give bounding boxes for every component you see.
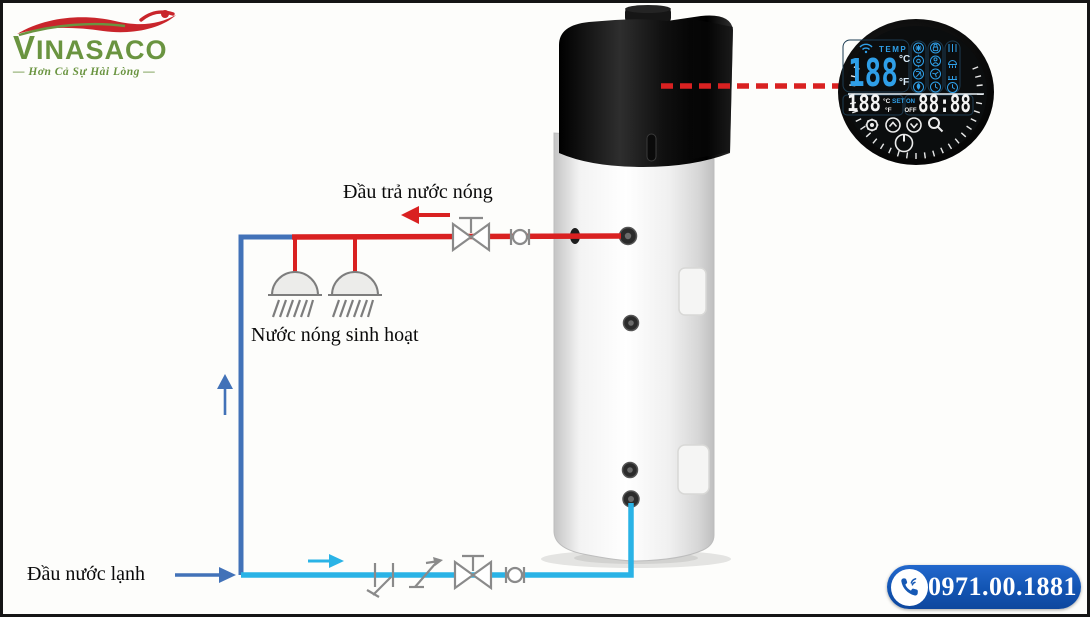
check-valve-icon [409, 557, 443, 589]
timer-on-label: ON [906, 99, 915, 105]
up-arrow-icon [885, 117, 901, 133]
hot-return-label: Đầu trả nước nóng [343, 181, 493, 203]
dial-screen [845, 26, 987, 158]
temp-unit-fahrenheit: °F [899, 77, 909, 88]
mode-icon-grid [913, 42, 958, 93]
gear-icon [865, 118, 879, 132]
temp-label: TEMP [879, 45, 907, 54]
set-label: SET [892, 98, 905, 105]
top-unit-latch [646, 133, 657, 162]
mode-icon [930, 42, 941, 93]
temp-unit-celsius: °C [899, 54, 910, 65]
cold-feed-pipe [241, 503, 634, 578]
tank-port-hot-center [624, 232, 632, 240]
cold-inlet-label: Đầu nước lạnh [27, 563, 146, 585]
shower-heads [268, 271, 382, 318]
tank-access-panel-lower [677, 444, 710, 495]
phone-badge[interactable]: 0971.00.1881 [887, 565, 1081, 609]
heat-pump-top-unit [559, 5, 733, 167]
mode-icon [947, 44, 958, 93]
gate-valve-icon [453, 554, 493, 591]
power-icon [894, 133, 914, 153]
cold-inlet-arrow-icon [175, 567, 236, 583]
drain-valve-icon [366, 563, 395, 598]
swimmer-swoosh-icon [17, 10, 176, 37]
hot-line-fittings [451, 216, 531, 253]
set-unit-celsius: °C [883, 97, 891, 105]
set-temp-value: 188 [847, 92, 881, 117]
set-unit-fahrenheit: °F [885, 106, 892, 114]
down-arrow-icon [906, 117, 922, 133]
hot-return-arrow-icon [401, 206, 450, 224]
vinasaco-logo: VINASACO — Hơn Cả Sự Hài Lòng — [13, 7, 213, 78]
cold-supply-pipe [175, 234, 294, 583]
plumbing-diagram [175, 5, 846, 598]
logo-brand-text: VINASACO [13, 29, 168, 66]
phone-icon [891, 568, 928, 606]
timer-off-label: OFF [905, 108, 917, 114]
flow-right-arrow-icon [308, 554, 344, 568]
logo-tagline: — Hơn Cả Sự Hài Lòng — [13, 66, 156, 78]
timer-value: 88:88 [918, 90, 971, 118]
domestic-hot-water-label: Nước nóng sinh hoạt [251, 324, 419, 346]
union-icon [509, 228, 531, 246]
gate-valve-icon [451, 216, 491, 253]
phone-number: 0971.00.1881 [928, 572, 1077, 601]
union-icon [504, 566, 526, 584]
tank-port-mid-center [628, 320, 634, 326]
dial-buttons [865, 117, 944, 153]
shower-head-icon [268, 271, 322, 318]
search-icon [928, 117, 944, 133]
tank-port-cold-center [628, 496, 634, 502]
flow-up-arrow-icon [217, 374, 233, 415]
controller-display: TEMP 188 °C °F [838, 19, 994, 165]
mode-icon [913, 42, 924, 93]
tank-access-panel-upper [678, 267, 707, 316]
tank-port-low-center [627, 467, 633, 473]
wifi-icon [859, 43, 873, 54]
cold-line-fittings [366, 554, 526, 598]
water-tank-body [553, 132, 715, 562]
shower-head-icon [328, 271, 382, 318]
temperature-value: 188 [848, 51, 898, 95]
